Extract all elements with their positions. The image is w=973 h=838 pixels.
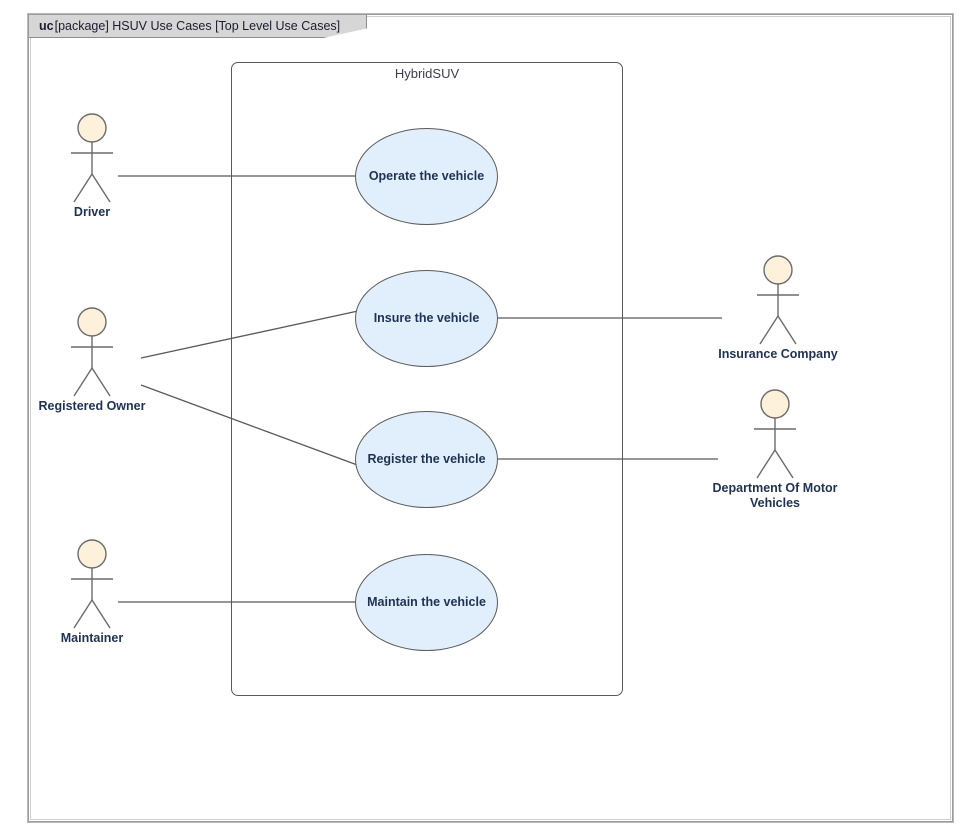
- use-case-label: Maintain the vehicle: [367, 595, 486, 609]
- diagram-frame-heading-tab: uc[package] HSUV Use Cases [Top Level Us…: [29, 15, 368, 38]
- frame-kind-label: uc: [39, 19, 54, 33]
- actor-department-of-motor-vehicles[interactable]: Department Of Motor Vehicles: [700, 388, 850, 511]
- use-case-label: Insure the vehicle: [373, 311, 480, 325]
- actor-label: Department Of Motor Vehicles: [712, 481, 838, 510]
- actor-label: Maintainer: [60, 631, 124, 645]
- actor-stick-figure-icon: [757, 255, 799, 345]
- actor-insurance-company[interactable]: Insurance Company: [703, 254, 853, 362]
- actor-stick-figure-icon: [71, 539, 113, 629]
- actor-label: Registered Owner: [38, 399, 146, 413]
- actor-label: Driver: [73, 205, 111, 219]
- actor-maintainer[interactable]: Maintainer: [17, 538, 167, 646]
- actor-registered-owner[interactable]: Registered Owner: [17, 306, 167, 414]
- frame-heading-label: [package] HSUV Use Cases [Top Level Use …: [54, 19, 341, 33]
- actor-stick-figure-icon: [754, 389, 796, 479]
- use-case-insure-the-vehicle[interactable]: Insure the vehicle: [355, 270, 498, 367]
- use-case-register-the-vehicle[interactable]: Register the vehicle: [355, 411, 498, 508]
- system-boundary-hybridsuv[interactable]: [231, 62, 623, 696]
- actor-stick-figure-icon: [71, 307, 113, 397]
- use-case-maintain-the-vehicle[interactable]: Maintain the vehicle: [355, 554, 498, 651]
- system-boundary-label: HybridSUV: [394, 66, 460, 81]
- use-case-label: Operate the vehicle: [368, 169, 485, 183]
- actor-label: Insurance Company: [718, 347, 838, 361]
- actor-driver[interactable]: Driver: [17, 112, 167, 220]
- use-case-label: Register the vehicle: [367, 452, 486, 466]
- use-case-operate-the-vehicle[interactable]: Operate the vehicle: [355, 128, 498, 225]
- actor-stick-figure-icon: [71, 113, 113, 203]
